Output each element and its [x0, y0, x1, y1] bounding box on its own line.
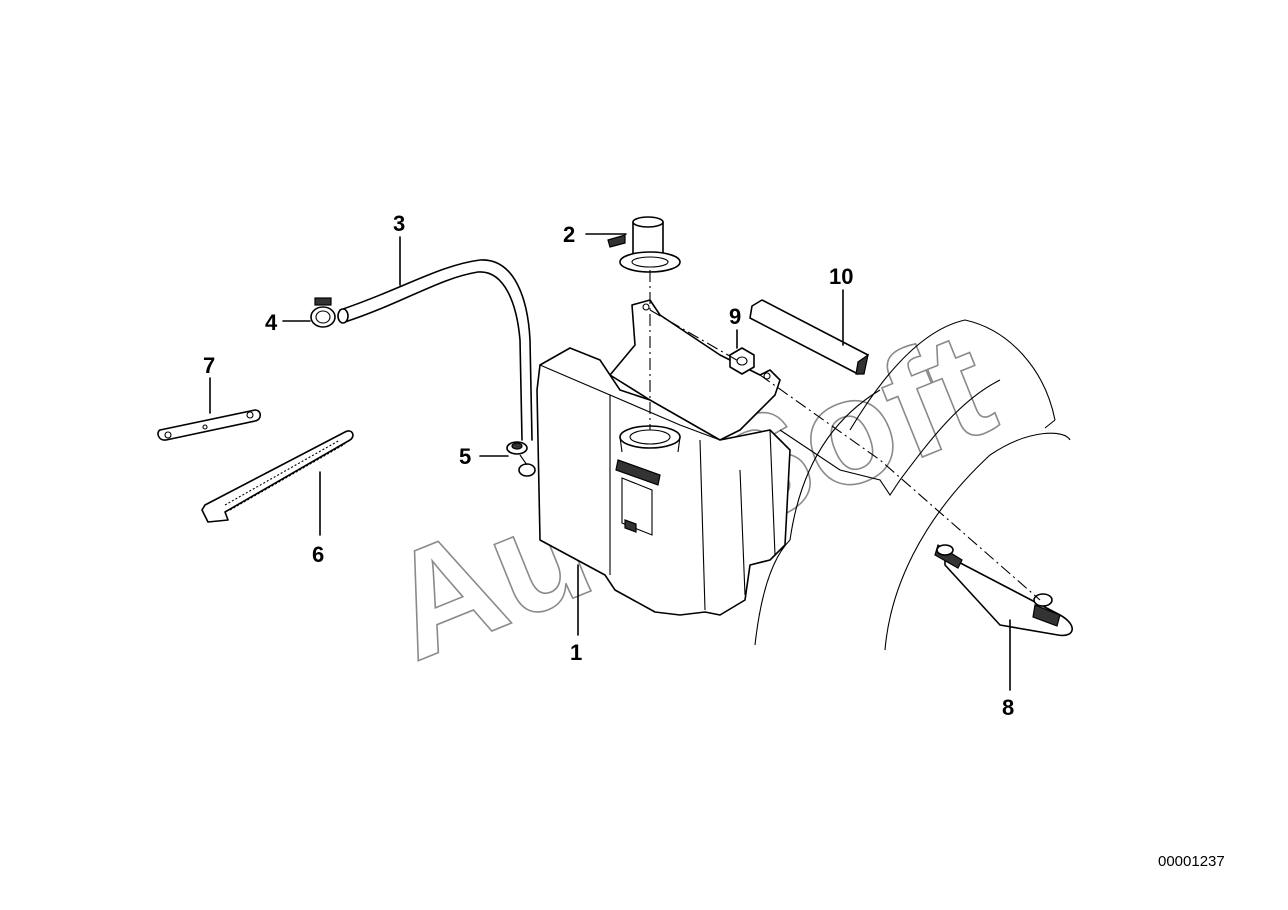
assembly-lines — [519, 270, 1041, 601]
reference-number: 00001237 — [1158, 853, 1225, 870]
callout-7: 7 — [203, 353, 215, 378]
callouts: 1 2 3 4 5 6 7 8 9 10 — [203, 211, 1014, 720]
callout-3: 3 — [393, 211, 405, 236]
callout-2: 2 — [563, 222, 575, 247]
leader-lines — [209, 233, 1011, 691]
cable-tie — [201, 430, 354, 523]
washer-hose — [337, 259, 533, 441]
callout-9: 9 — [729, 304, 741, 329]
callout-10: 10 — [829, 264, 853, 289]
foam-pad — [749, 299, 869, 375]
callout-4: 4 — [265, 310, 278, 335]
hex-nut — [729, 347, 755, 375]
callout-5: 5 — [459, 444, 471, 469]
washer-tank — [536, 347, 791, 616]
bolt-bracket — [934, 544, 1073, 637]
washer-pump — [607, 216, 681, 273]
callout-6: 6 — [312, 542, 324, 567]
grommet — [506, 441, 536, 477]
hose-clamp — [310, 297, 336, 328]
strap — [157, 409, 262, 441]
callout-1: 1 — [570, 640, 582, 665]
callout-8: 8 — [1002, 695, 1014, 720]
wheel-arch — [754, 319, 1071, 651]
